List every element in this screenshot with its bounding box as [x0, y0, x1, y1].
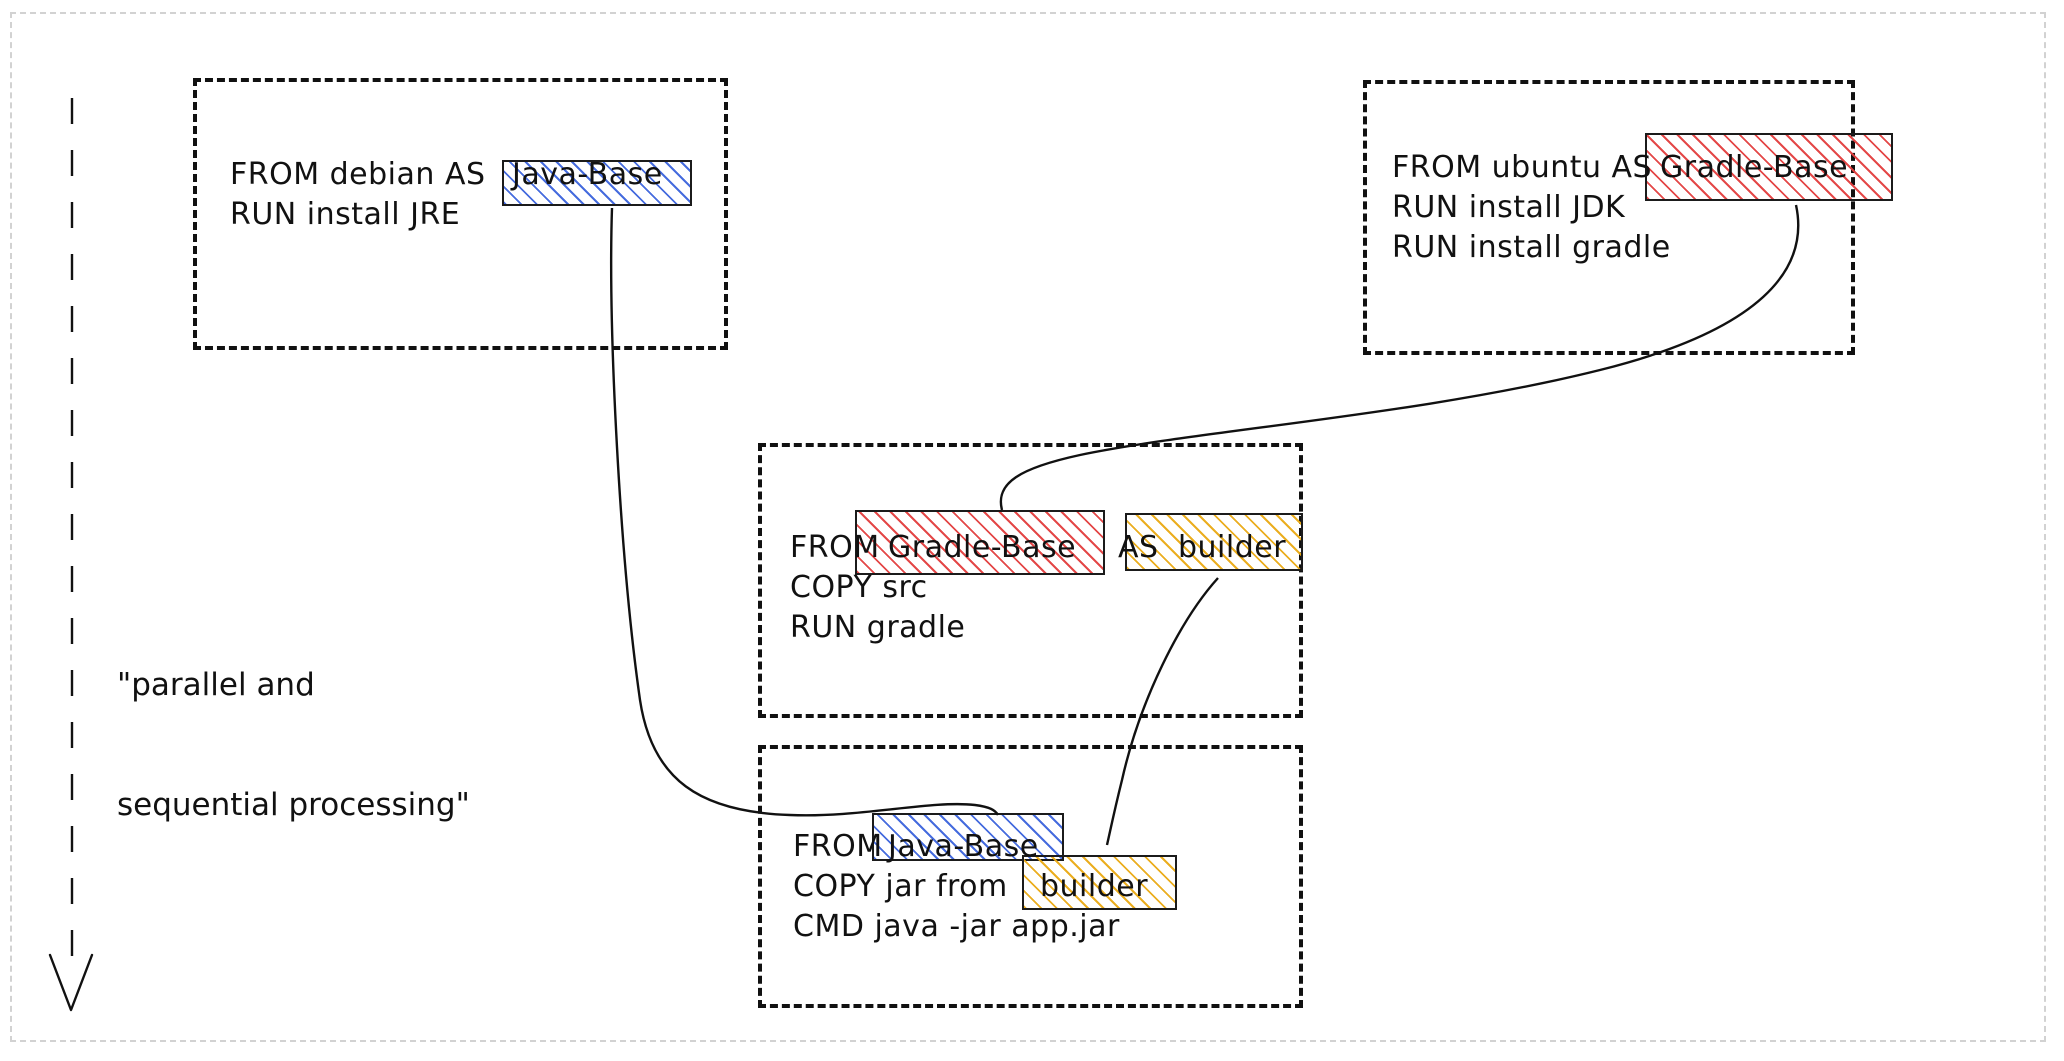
- code-runtime: FROM COPY jar from CMD java -jar app.jar: [793, 827, 1120, 947]
- highlight-label-builder: builder: [1178, 528, 1286, 568]
- as-keyword-text: AS: [1118, 530, 1159, 565]
- highlight-label-java-base: Java-Base: [512, 155, 663, 195]
- code-line: RUN install JDK: [1392, 190, 1626, 225]
- highlight-label-builder-gradle-base: Gradle-Base: [888, 528, 1076, 568]
- code-line: RUN install gradle: [1392, 230, 1671, 265]
- code-line: COPY jar from: [793, 869, 1008, 904]
- highlight-gradle-base-declaration[interactable]: [1645, 133, 1893, 201]
- highlight-label-runtime-builder: builder: [1040, 867, 1148, 907]
- highlight-runtime-copy-from-builder[interactable]: [1022, 855, 1177, 910]
- canvas-outer-border: [10, 12, 2046, 1042]
- code-line: CMD java -jar app.jar: [793, 909, 1120, 944]
- code-line: FROM: [793, 829, 883, 864]
- highlight-label-runtime-java-base: Java-Base: [888, 827, 1039, 867]
- code-java-base: FROM debian AS RUN install JRE: [230, 155, 486, 235]
- stage-box-runtime[interactable]: [758, 745, 1303, 1008]
- highlight-java-base-declaration[interactable]: [502, 160, 692, 206]
- as-keyword-builder: AS: [1118, 528, 1159, 568]
- annotation-parallel-sequential: "parallel and sequential processing": [117, 585, 470, 905]
- stage-name-text: Java-Base: [888, 829, 1039, 864]
- stage-name-text: Java-Base: [512, 157, 663, 192]
- stage-name-text: builder: [1040, 869, 1149, 904]
- annotation-line-2: sequential processing": [117, 787, 470, 823]
- highlight-label-gradle-base: Gradle-Base: [1660, 148, 1848, 188]
- highlight-builder-declaration[interactable]: [1125, 513, 1303, 571]
- stage-name-text: Gradle-Base: [1660, 150, 1849, 185]
- annotation-line-1: "parallel and: [117, 667, 315, 703]
- code-gradle-base: FROM ubuntu AS RUN install JDK RUN insta…: [1392, 148, 1671, 268]
- code-line: COPY src: [790, 570, 928, 605]
- code-line: FROM debian AS: [230, 157, 486, 192]
- code-line: RUN install JRE: [230, 197, 461, 232]
- stage-name-text: builder: [1178, 530, 1287, 565]
- stage-name-text: Gradle-Base: [888, 530, 1077, 565]
- code-line: RUN gradle: [790, 610, 966, 645]
- code-line: FROM ubuntu AS: [1392, 150, 1653, 185]
- highlight-runtime-from-java-base[interactable]: [872, 813, 1064, 861]
